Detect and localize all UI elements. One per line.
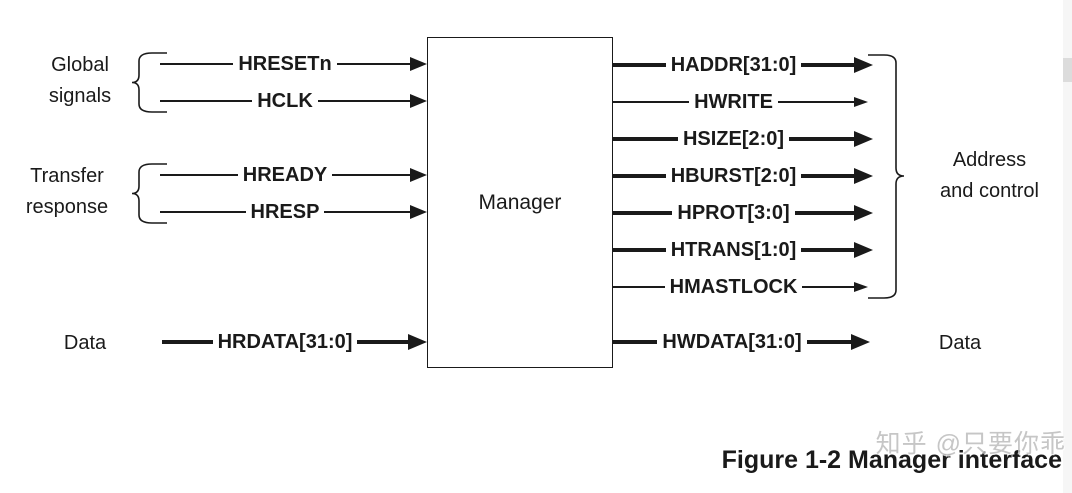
signal-row-hready: HREADY	[160, 164, 428, 186]
wire	[162, 340, 213, 344]
wire	[160, 63, 234, 65]
data-out-label: Data	[938, 332, 982, 354]
global-signals-label: Global signals	[25, 50, 135, 112]
global-signals-line1: Global	[51, 54, 109, 76]
wire	[801, 174, 854, 178]
signal-label-haddr: HADDR[31:0]	[670, 54, 797, 76]
signal-label-hburst: HBURST[2:0]	[670, 165, 797, 187]
wire	[777, 101, 855, 103]
wire	[794, 211, 855, 215]
signal-row-hrdata: HRDATA[31:0]	[162, 331, 428, 353]
wire	[801, 63, 855, 67]
signal-row-htrans: HTRANS[1:0]	[613, 240, 873, 260]
signal-row-hresetn: HRESETn	[160, 54, 427, 74]
transfer-response-line1: Transfer	[30, 165, 104, 187]
data-in-label: Data	[63, 332, 107, 354]
signal-row-hclk: HCLK	[160, 90, 428, 112]
transfer-response-line2: response	[25, 196, 109, 218]
arrow-right-icon	[854, 242, 873, 258]
signal-label-hwdata: HWDATA[31:0]	[662, 331, 802, 353]
signal-label-htrans: HTRANS[1:0]	[670, 239, 797, 261]
signal-label-hprot: HPROT[3:0]	[677, 202, 790, 224]
wire	[802, 286, 855, 288]
arrow-right-icon	[410, 94, 428, 108]
arrow-right-icon	[854, 168, 873, 184]
signal-label-hresetn: HRESETn	[238, 53, 332, 75]
wire	[613, 101, 690, 103]
arrow-right-icon	[854, 131, 873, 147]
arrow-right-icon	[410, 168, 428, 182]
signal-row-hmastlock: HMASTLOCK	[613, 276, 869, 298]
wire	[160, 174, 238, 176]
wire	[789, 137, 854, 141]
wire	[613, 340, 658, 344]
signal-row-hprot: HPROT[3:0]	[613, 202, 874, 224]
signal-label-hready: HREADY	[242, 164, 328, 186]
wire	[801, 248, 854, 252]
address-control-line2: and control	[940, 180, 1039, 202]
scrollbar-thumb[interactable]	[1063, 58, 1072, 82]
signal-row-hwdata: HWDATA[31:0]	[613, 332, 870, 352]
transfer-response-brace	[131, 163, 167, 224]
signal-label-hclk: HCLK	[257, 90, 313, 112]
scrollbar-track[interactable]	[1063, 0, 1072, 493]
watermark-text: 知乎 @只要你乖	[875, 430, 1066, 458]
arrow-right-icon	[854, 282, 869, 292]
signal-label-hwrite: HWRITE	[694, 91, 773, 113]
signal-row-haddr: HADDR[31:0]	[613, 54, 874, 76]
signal-label-hsize: HSIZE[2:0]	[682, 128, 785, 150]
wire	[332, 174, 411, 176]
global-signals-line2: signals	[48, 85, 112, 107]
wire	[613, 63, 666, 67]
manager-block-label: Manager	[478, 190, 562, 214]
wire	[160, 100, 253, 102]
arrow-right-icon	[854, 57, 874, 73]
address-control-line1: Address	[952, 149, 1027, 171]
signal-label-hresp: HRESP	[250, 201, 320, 223]
wire	[613, 286, 665, 288]
wire	[613, 211, 673, 215]
arrow-right-icon	[410, 205, 427, 219]
address-control-label: Address and control	[922, 145, 1057, 207]
wire	[613, 248, 666, 252]
arrow-right-icon	[854, 205, 874, 221]
wire	[613, 137, 678, 141]
wire	[324, 211, 410, 213]
global-signals-brace	[131, 52, 167, 113]
figure-caption: Figure 1-2 Manager interface	[721, 446, 1062, 474]
wire	[336, 63, 410, 65]
wire	[806, 340, 851, 344]
signal-label-hrdata: HRDATA[31:0]	[217, 331, 353, 353]
arrow-right-icon	[854, 97, 869, 107]
signal-row-hwrite: HWRITE	[613, 91, 869, 113]
address-control-brace	[868, 54, 905, 299]
wire	[357, 340, 409, 344]
wire	[317, 100, 411, 102]
arrow-right-icon	[410, 57, 427, 71]
arrow-right-icon	[408, 334, 428, 350]
signal-row-hburst: HBURST[2:0]	[613, 166, 873, 186]
signal-label-hmastlock: HMASTLOCK	[669, 276, 798, 298]
manager-block: Manager	[427, 37, 613, 368]
wire	[613, 174, 666, 178]
transfer-response-label: Transfer response	[8, 161, 126, 223]
arrow-right-icon	[851, 334, 870, 350]
signal-row-hsize: HSIZE[2:0]	[613, 129, 873, 149]
wire	[160, 211, 246, 213]
signal-row-hresp: HRESP	[160, 202, 427, 222]
